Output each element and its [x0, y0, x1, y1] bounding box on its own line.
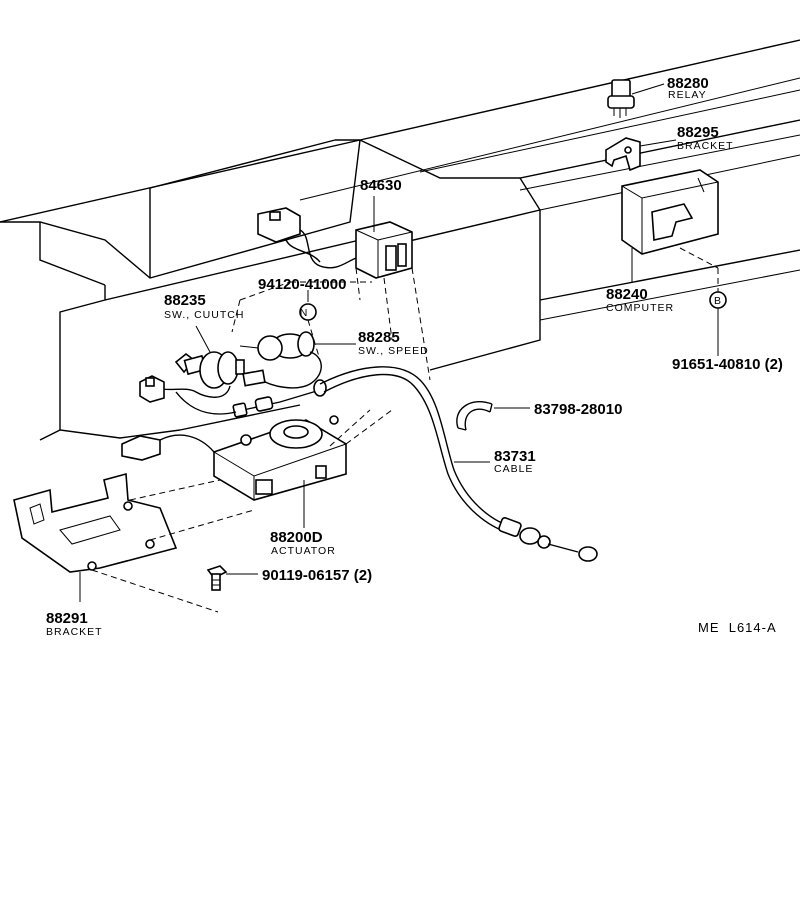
screw-number: 91651-40810 (2) [672, 356, 783, 373]
hose-number: 83798-28010 [534, 401, 622, 418]
speed-switch-number: 88285 [358, 329, 400, 346]
speed-switch-caption: SW., SPEED [358, 345, 429, 357]
diagram-reference: ME L614-A [698, 620, 777, 635]
hose-part [456, 401, 530, 431]
actuator-part [121, 409, 393, 528]
clutch-plug [139, 375, 165, 403]
relay-part [607, 79, 665, 118]
harness-plug [257, 207, 357, 269]
bolt-number: 90119-06157 (2) [262, 567, 372, 584]
computer-number: 88240 [606, 286, 648, 303]
actuator-number: 88200D [270, 529, 323, 546]
bracket-top-part [605, 137, 677, 172]
b-marker [709, 291, 727, 356]
dashboard-panel [0, 39, 800, 441]
connector-number: 84630 [360, 177, 402, 194]
connector-part [355, 196, 431, 381]
clutch-switch-part [155, 325, 245, 398]
clip-number: 94120-41000 [258, 276, 346, 293]
bolt-part [206, 565, 258, 591]
cable-joint [175, 379, 327, 418]
speed-switch-part [239, 331, 356, 389]
bracket-bottom-part [13, 472, 255, 613]
part-labels: 88280 RELAY 88295 BRACKET 84630 88240 CO… [46, 75, 783, 638]
clutch-switch-number: 88235 [164, 292, 206, 309]
b-marker-label: B [714, 295, 722, 307]
bracket-top-number: 88295 [677, 124, 719, 141]
clutch-switch-caption: SW., CUUTCH [164, 309, 244, 321]
relay-number: 88280 [667, 75, 709, 92]
bracket-bottom-caption: BRACKET [46, 626, 103, 638]
bracket-top-caption: BRACKET [677, 140, 734, 152]
computer-part [621, 169, 719, 292]
relay-caption: RELAY [668, 89, 707, 101]
bracket-bottom-number: 88291 [46, 610, 88, 627]
cable-number: 83731 [494, 448, 536, 465]
actuator-caption: ACTUATOR [271, 545, 336, 557]
computer-caption: COMPUTER [606, 302, 674, 314]
cable-caption: CABLE [494, 463, 533, 475]
cable-part [319, 366, 598, 562]
n-marker-label: N [300, 307, 309, 319]
